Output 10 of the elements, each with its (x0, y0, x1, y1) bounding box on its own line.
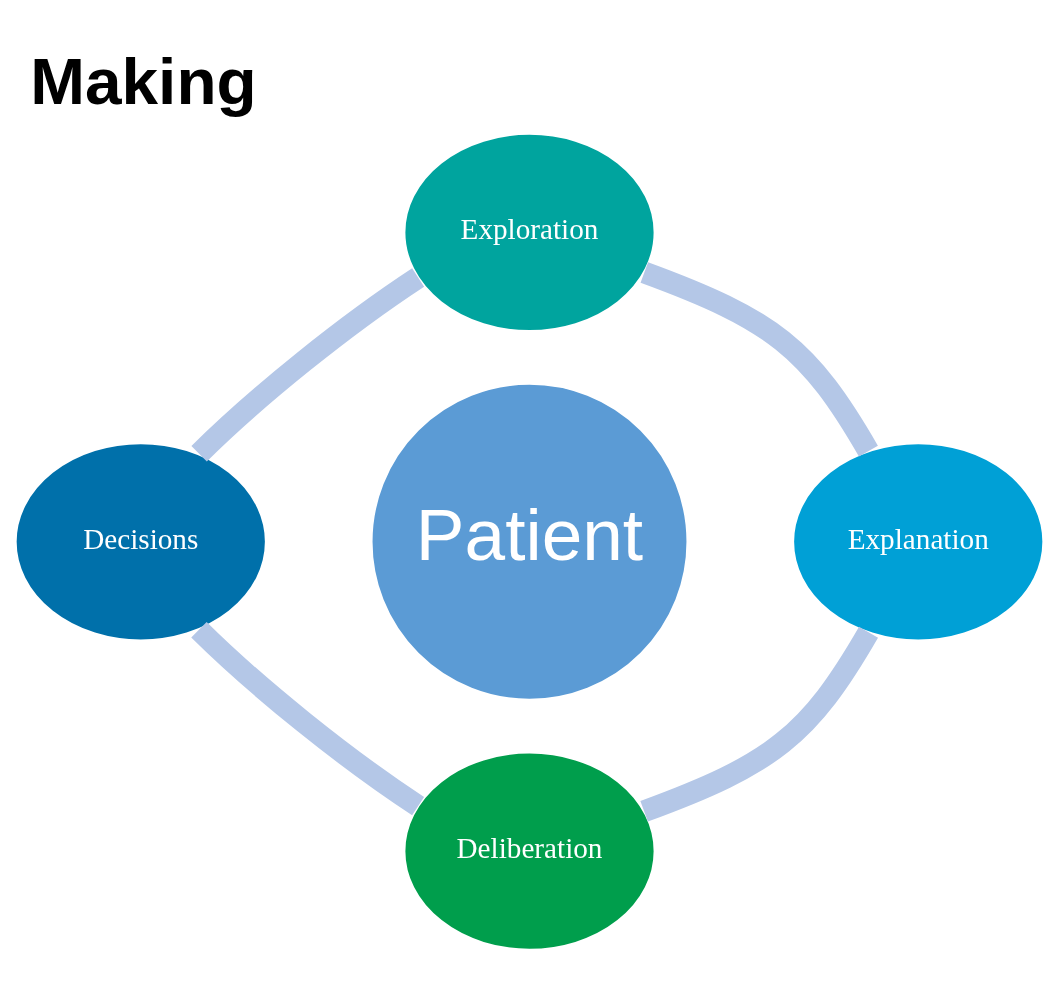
connector (191, 268, 425, 462)
connector (640, 262, 878, 457)
node-ellipse: Deliberation (403, 751, 656, 951)
node-ellipse: Explanation (792, 442, 1045, 642)
connector (191, 621, 425, 816)
node-circle: Patient (370, 383, 689, 701)
diagram-title: Making (30, 45, 257, 119)
node-ellipse: Decisions (14, 442, 267, 642)
node-ellipse: Exploration (403, 133, 656, 332)
connector (640, 626, 878, 822)
